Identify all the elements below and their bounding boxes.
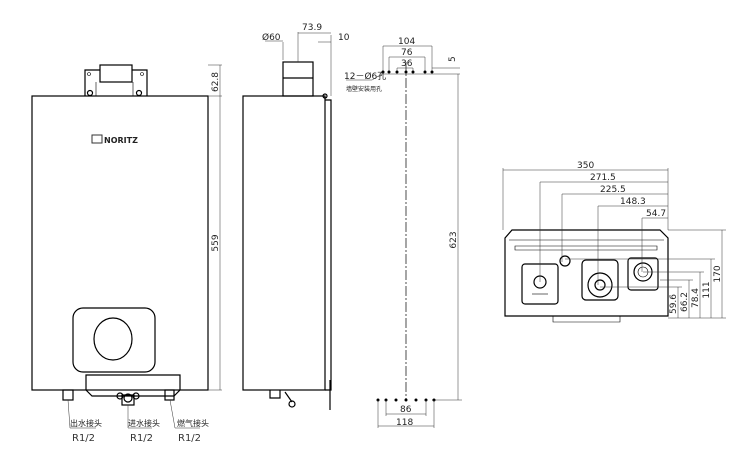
- heater-body-front: [31, 95, 209, 391]
- svg-text:54.7: 54.7: [646, 209, 666, 219]
- svg-text:59.6: 59.6: [669, 294, 679, 314]
- svg-text:271.5: 271.5: [590, 173, 616, 183]
- svg-text:104: 104: [398, 37, 415, 47]
- bottom-view: 350 271.5 225.5 148.3 54.7 170 111 78.4 …: [502, 161, 726, 323]
- svg-text:225.5: 225.5: [600, 185, 626, 195]
- svg-text:111: 111: [702, 281, 712, 298]
- svg-text:76: 76: [401, 48, 413, 58]
- inlet-plate: [581, 259, 619, 301]
- gas-connector: [164, 389, 175, 401]
- svg-text:559: 559: [211, 234, 221, 251]
- svg-text:10: 10: [338, 33, 350, 43]
- svg-text:R1/2: R1/2: [130, 433, 153, 444]
- svg-text:36: 36: [401, 59, 413, 69]
- svg-text:NORITZ: NORITZ: [104, 136, 138, 145]
- control-knob: [93, 317, 133, 361]
- mount-bracket: [84, 64, 148, 97]
- svg-text:墙壁安装用孔: 墙壁安装用孔: [346, 85, 382, 93]
- svg-text:66.2: 66.2: [680, 292, 690, 312]
- gas-plate: [627, 257, 659, 291]
- svg-text:170: 170: [713, 265, 723, 282]
- svg-text:R1/2: R1/2: [178, 433, 201, 444]
- svg-text:出水接头: 出水接头: [70, 418, 102, 428]
- flue-pipe: [282, 61, 314, 97]
- svg-text:燃气接头: 燃气接头: [177, 418, 209, 428]
- svg-text:86: 86: [400, 405, 412, 415]
- noritz-logo: NORITZ: [91, 134, 138, 145]
- svg-text:73.9: 73.9: [302, 23, 322, 33]
- svg-text:12－Ø6孔: 12－Ø6孔: [344, 71, 386, 82]
- heater-body-side: [242, 95, 326, 391]
- svg-text:5: 5: [448, 56, 458, 62]
- mount-template: 104 76 36 5 12－Ø6孔 墙壁安装用孔 623 86 118: [344, 37, 462, 428]
- svg-text:62.8: 62.8: [211, 72, 221, 92]
- bottom-panel: [504, 229, 669, 317]
- svg-text:Ø60: Ø60: [262, 32, 281, 43]
- svg-text:78.4: 78.4: [691, 288, 701, 308]
- svg-text:148.3: 148.3: [620, 197, 646, 207]
- fitting-block: [85, 374, 181, 397]
- svg-text:623: 623: [449, 231, 459, 248]
- svg-text:进水接头: 进水接头: [128, 418, 160, 428]
- side-view: Ø60 73.9 10: [242, 23, 350, 410]
- svg-text:118: 118: [396, 418, 413, 428]
- display-window: [72, 307, 156, 373]
- front-view: NORITZ 62.8 559 出水接头 R1/2 进水接头 R1/2 燃气接头…: [31, 64, 222, 444]
- svg-text:R1/2: R1/2: [72, 433, 95, 444]
- outlet-connector: [62, 389, 74, 401]
- svg-text:350: 350: [577, 161, 594, 171]
